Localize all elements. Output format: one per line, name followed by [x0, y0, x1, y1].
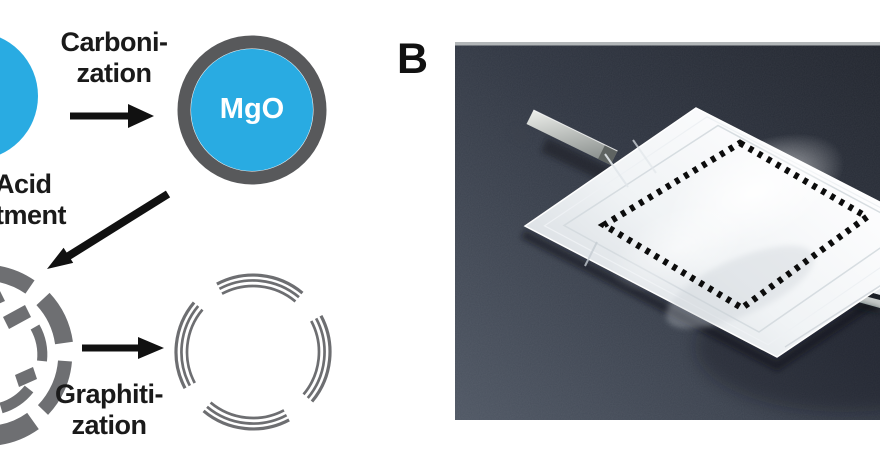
- pouch-cell: [523, 107, 880, 358]
- graphitization-label-line1: Graphiti-: [55, 379, 164, 409]
- pouch-cell-photo: [455, 42, 880, 420]
- crumpled-carbon-shell: [0, 266, 73, 445]
- mgo-core: [191, 49, 313, 171]
- seal-ridge-outer: [543, 116, 880, 346]
- carbonization-label: Carboni- zation: [38, 27, 190, 89]
- mgo-core-label: MgO: [219, 93, 285, 125]
- acid-treatment-label: Acid tment: [0, 169, 115, 231]
- acid-treatment-arrow-icon: [47, 190, 171, 269]
- hollow-graphitic-shell: [174, 273, 332, 431]
- tab-reflection: [510, 126, 530, 144]
- pouch-shading: [666, 245, 814, 329]
- graphitization-arrow-icon: [82, 337, 164, 359]
- photo-top-edge: [455, 42, 880, 46]
- pleat-crease: [632, 139, 657, 174]
- carbon-shell-ring: [177, 35, 327, 185]
- carbonization-label-line2: zation: [76, 58, 153, 88]
- pouch-edge-shadow: [520, 230, 880, 372]
- panel-b-letter: B: [397, 35, 429, 83]
- pleat-crease: [784, 285, 880, 348]
- precursor-particle: [0, 37, 38, 155]
- acid-treatment-label-line1: Acid: [0, 169, 52, 199]
- acid-treatment-label-line2: tment: [0, 200, 67, 230]
- pleat-crease: [584, 241, 598, 267]
- seal-perforation-marks: [597, 139, 873, 312]
- pleat-crease: [604, 153, 629, 188]
- mgo-core-shell-particle: [177, 35, 327, 185]
- seal-ridge-inner: [562, 124, 880, 333]
- graphitization-label-line2: zation: [71, 410, 148, 440]
- graphitization-label: Graphiti- zation: [33, 379, 185, 441]
- carbonization-label-line1: Carboni-: [60, 27, 169, 57]
- synthesis-diagram: [0, 35, 332, 445]
- carbonization-arrow-icon: [70, 104, 154, 128]
